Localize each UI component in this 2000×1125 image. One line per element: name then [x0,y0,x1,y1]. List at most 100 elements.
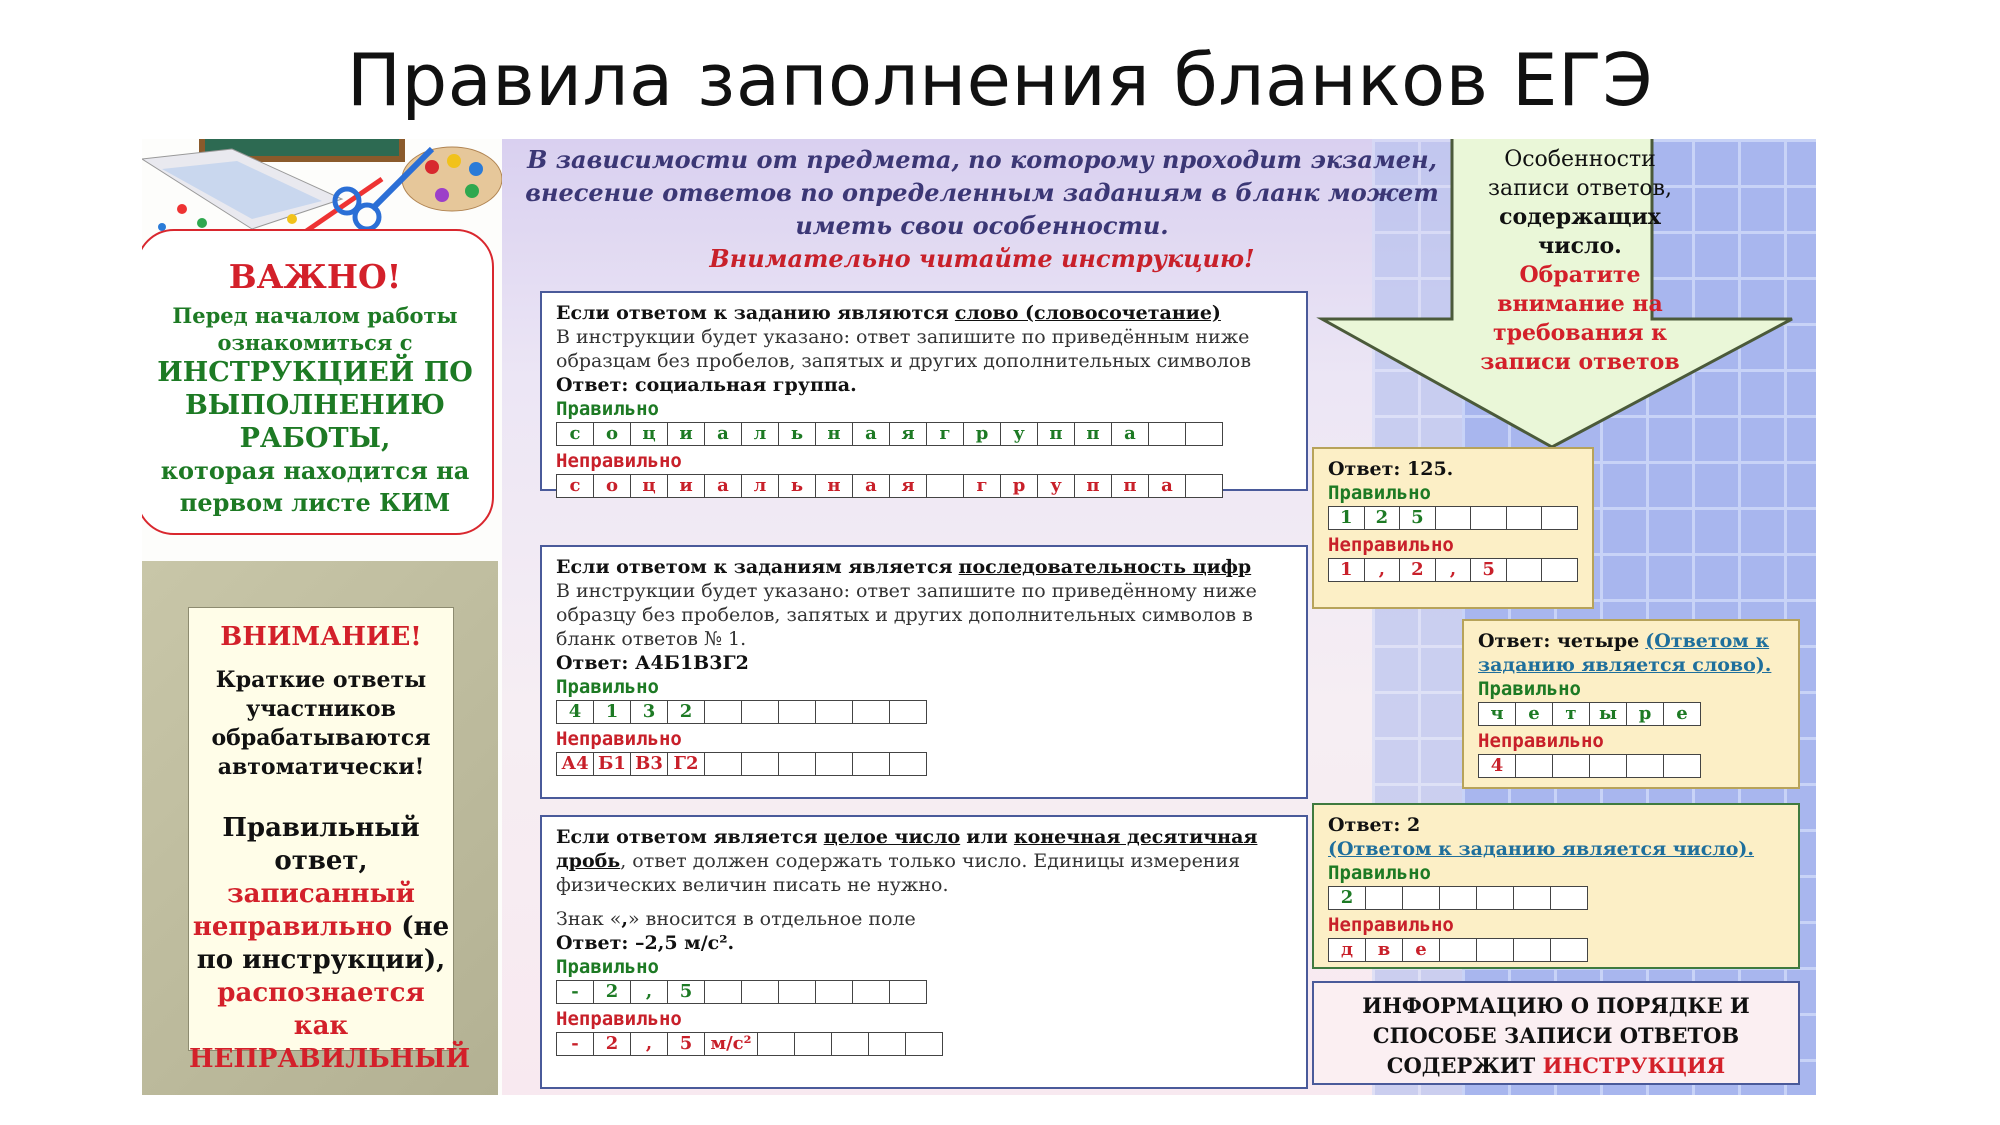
answer-cell: в [1365,938,1403,962]
example-word-four: Ответ: четыре (Ответом к заданию являетс… [1462,619,1800,789]
answer-cell: р [1626,702,1664,726]
answer-cell: Б1 [593,752,631,776]
answer-cell [1365,886,1403,910]
answer-cell: е [1402,938,1440,962]
answer-cell [1663,754,1701,778]
answer-cell [889,980,927,1004]
answer-cell: ы [1589,702,1627,726]
answer-cell [831,1032,869,1056]
answer-cell: у [1000,422,1038,446]
answer-cell: 5 [667,980,705,1004]
answer-cell: , [630,1032,668,1056]
answer-cell: р [1000,474,1038,498]
answer-cell [1626,754,1664,778]
answer-cell [757,1032,795,1056]
answer-cell [704,700,742,724]
answer-cell: - [556,980,594,1004]
attention-panel: ВНИМАНИЕ! Краткие ответы участников обра… [142,561,498,1095]
answer-cell [1589,754,1627,778]
answer-cell: , [1434,558,1472,582]
answer-cell: с [556,422,594,446]
answer-cell: 2 [1363,506,1401,530]
instruction-info-box: ИНФОРМАЦИЮ О ПОРЯДКЕ И СПОСОБЕ ЗАПИСИ ОТ… [1312,981,1800,1085]
answer-cell: 5 [1470,558,1507,582]
down-arrow-icon [1316,139,1793,449]
intro-warning: Внимательно читайте инструкцию! [709,244,1255,273]
answer-cell: 4 [1478,754,1516,778]
answer-cell: а [704,422,742,446]
answer-cell: 2 [1399,558,1436,582]
answer-cell [1185,474,1223,498]
answer-cell: е [1515,702,1553,726]
answer-cell [1541,506,1579,530]
attention-text1: Краткие ответы участников обрабатываются… [211,667,431,780]
answer-cell [1439,886,1477,910]
answer-cell [1402,886,1440,910]
answer-cell [1505,558,1543,582]
answer-cell: 3 [630,700,668,724]
answer-cell: г [926,422,964,446]
answer-cell [815,980,853,1004]
answer-cell [852,980,890,1004]
answer-cell [1513,886,1551,910]
answer-cell: п [1074,474,1112,498]
word-answer-card: Если ответом к заданию являются слово (с… [540,291,1308,498]
answer-cell [1550,886,1588,910]
answer-cell: т [1552,702,1590,726]
answer-cell: а [852,422,890,446]
answer-cell: п [1111,474,1149,498]
answer-cell: п [1037,422,1075,446]
answer-cell [889,700,927,724]
answer-cell: о [593,474,631,498]
answer-cell [741,700,779,724]
answer-cell: 2 [593,980,631,1004]
important-notice: ВАЖНО! Перед началом работы ознакомиться… [142,229,494,535]
answer-cell [704,752,742,776]
answer-cell: а [1148,474,1186,498]
important-heading: ВАЖНО! [228,257,402,296]
answer-cell: у [1037,474,1075,498]
answer-cell: с [556,474,594,498]
answer-cell: н [815,422,853,446]
answer-cell: 5 [1399,506,1436,530]
answer-cell: р [963,422,1001,446]
digit-sequence-card: Если ответом к заданиям является последо… [540,545,1308,799]
answer-cell: я [889,474,927,498]
answer-cell [1513,938,1551,962]
answer-cell: а [852,474,890,498]
answer-cell: В3 [630,752,668,776]
answer-cell: ь [778,422,816,446]
answer-cell [926,474,964,498]
answer-cell: а [704,474,742,498]
answer-cell [905,1032,943,1056]
answer-cell [1476,938,1514,962]
answer-cell: 5 [667,1032,705,1056]
answer-cell: 2 [593,1032,631,1056]
answer-cell [778,752,816,776]
important-line1: Перед началом работы ознакомиться с [172,303,458,355]
answer-cell: п [1074,422,1112,446]
answer-cell: г [963,474,1001,498]
answer-cell: а [1111,422,1149,446]
answer-cell [1552,754,1590,778]
answer-cell: 1 [1328,506,1365,530]
answer-cell [704,980,742,1004]
answer-cell: ь [778,474,816,498]
answer-cell [778,700,816,724]
answer-cell: 2 [667,700,705,724]
page-title: Правила заполнения бланков ЕГЭ [346,38,1654,122]
answer-cell: , [1363,558,1401,582]
answer-cell: Г2 [667,752,705,776]
answer-cell [1434,506,1472,530]
attention-heading: ВНИМАНИЕ! [220,622,422,652]
answer-cell [741,980,779,1004]
attention-text2: Правильный ответ, записанный неправильно… [189,813,471,1074]
number-answer-card: Если ответом является целое число или ко… [540,815,1308,1089]
answer-cell [1505,506,1543,530]
poster: ВАЖНО! Перед началом работы ознакомиться… [142,139,1816,1095]
answer-cell [852,700,890,724]
answer-cell [815,700,853,724]
answer-cell: 1 [1328,558,1365,582]
answer-cell [1470,506,1507,530]
answer-cell: н [815,474,853,498]
